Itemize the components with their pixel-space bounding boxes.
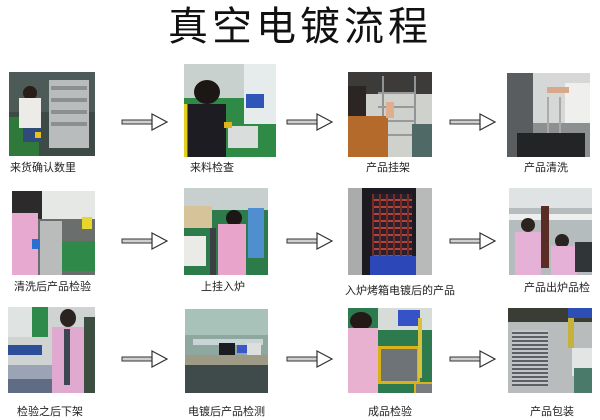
step-caption-12: 产品包装: [530, 405, 574, 418]
step-photo-8: [509, 188, 592, 275]
step-caption-5: 清洗后产品检验: [14, 280, 91, 293]
right-arrow-icon: [449, 113, 497, 131]
step-caption-9: 检验之后下架: [17, 405, 83, 418]
step-photo-10: [185, 309, 268, 393]
step-photo-7: [348, 188, 432, 275]
step-photo-11: [348, 308, 432, 393]
right-arrow-icon: [121, 113, 169, 131]
right-arrow-icon: [286, 232, 334, 250]
page-title: 真空电镀流程: [168, 4, 432, 50]
step-caption-4: 产品清洗: [524, 161, 568, 174]
right-arrow-icon: [286, 113, 334, 131]
step-caption-7: 入炉烤箱电镀后的产品: [345, 284, 455, 297]
step-photo-12: [508, 308, 592, 393]
step-photo-2: [184, 64, 276, 157]
right-arrow-icon: [121, 350, 169, 368]
step-photo-9: [8, 307, 95, 393]
step-photo-3: [348, 72, 432, 157]
step-caption-10: 电镀后产品检测: [188, 405, 265, 418]
step-caption-3: 产品挂架: [366, 161, 410, 174]
step-caption-8: 产品出炉品检: [524, 281, 590, 294]
step-photo-4: [507, 73, 590, 157]
right-arrow-icon: [286, 350, 334, 368]
step-caption-1: 来货确认数里: [10, 161, 76, 174]
step-photo-1: [9, 72, 95, 156]
right-arrow-icon: [449, 232, 497, 250]
right-arrow-icon: [449, 350, 497, 368]
step-caption-6: 上挂入炉: [201, 280, 245, 293]
step-caption-2: 来料检查: [190, 161, 234, 174]
step-caption-11: 成品检验: [368, 405, 412, 418]
step-photo-6: [184, 188, 268, 275]
right-arrow-icon: [121, 232, 169, 250]
step-photo-5: [12, 191, 95, 275]
